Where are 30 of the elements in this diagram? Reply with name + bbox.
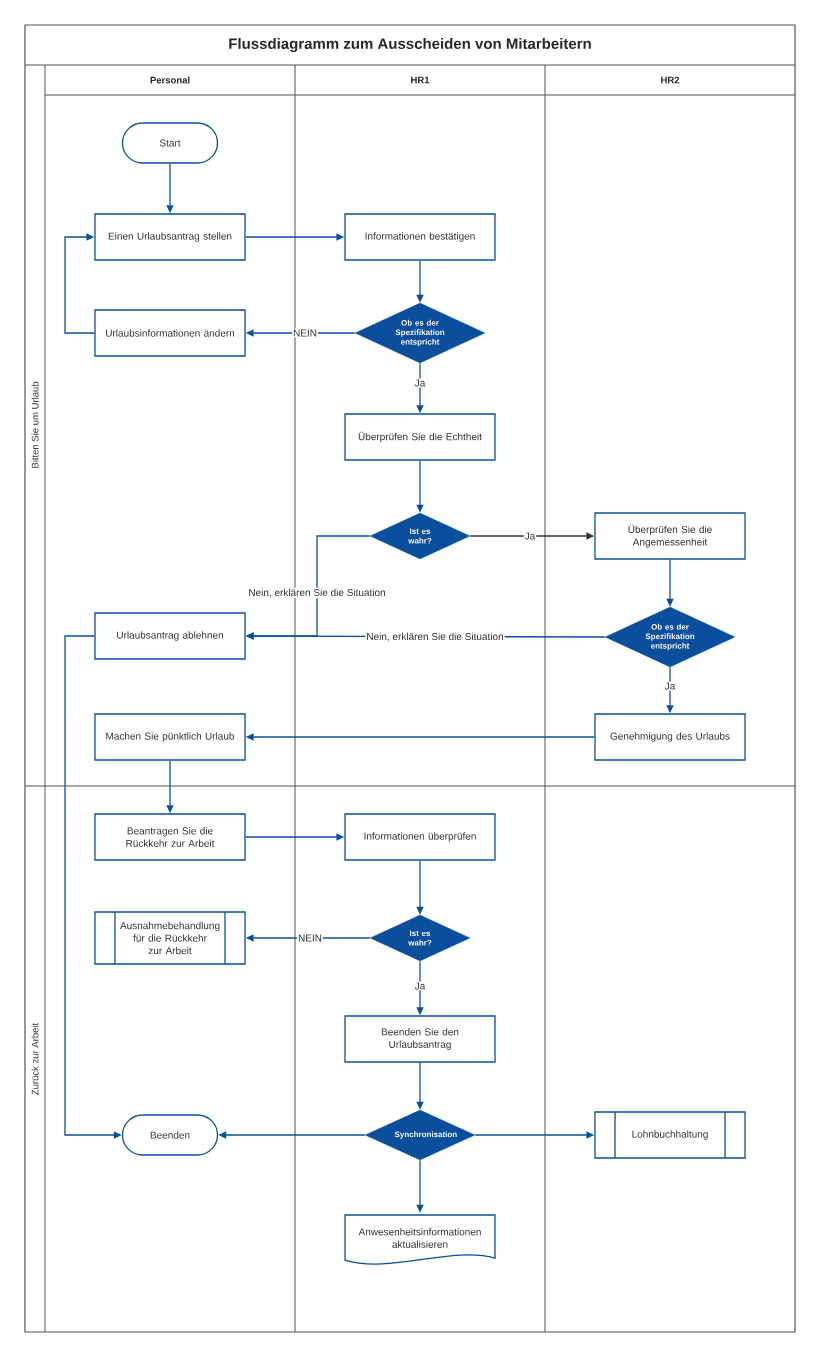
process-box: Urlaubsantrag ablehnen — [94, 612, 246, 660]
process-box: Urlaubsinformationen ändern — [94, 309, 246, 357]
arrow — [64, 233, 95, 334]
edge-label: Nein, erklären Sie die Situation — [365, 631, 505, 643]
lane-label: Zurück zur Arbeit — [31, 1022, 39, 1095]
process-box: Machen Sie pünktlich Urlaub — [94, 713, 246, 761]
process-box: Überprüfen Sie die Echtheit — [344, 413, 496, 461]
process-box: Beenden Sie den Urlaubsantrag — [344, 1015, 496, 1063]
edge-label: NEIN — [292, 328, 318, 338]
process-box: Beantragen Sie die Rückkehr zur Arbeit — [94, 813, 246, 861]
process-box: Einen Urlaubsantrag stellen — [94, 213, 246, 261]
process-box: Informationen bestätigen — [344, 213, 496, 261]
edge-label: Ja — [663, 681, 677, 691]
terminator: Start — [121, 122, 219, 164]
edge-label: Ja — [413, 378, 427, 388]
subprocess-box: Ausnahmebehandlung für die Rückkehr zur Arbeit — [94, 911, 246, 965]
edge-label: Ja — [413, 981, 427, 991]
lane-label: Bitten Sie um Urlaub — [31, 381, 39, 468]
column-header: HR2 — [661, 76, 680, 84]
process-box: Überprüfen Sie die Angemessenheit — [594, 512, 746, 560]
edge-label: NEIN — [297, 933, 323, 943]
subprocess-box: Lohnbuchhaltung — [594, 1111, 746, 1159]
terminator: Beenden — [121, 1114, 219, 1156]
column-header: HR1 — [411, 76, 430, 84]
edge-label: Nein, erklären Sie die Situation — [247, 587, 387, 599]
column-header: Personal — [150, 76, 190, 84]
process-box: Genehmigung des Urlaubs — [594, 713, 746, 761]
title: Flussdiagramm zum Ausscheiden von Mitarbeitern — [229, 38, 591, 53]
edge-label: Ja — [523, 531, 537, 541]
process-box: Informationen überprüfen — [344, 813, 496, 861]
